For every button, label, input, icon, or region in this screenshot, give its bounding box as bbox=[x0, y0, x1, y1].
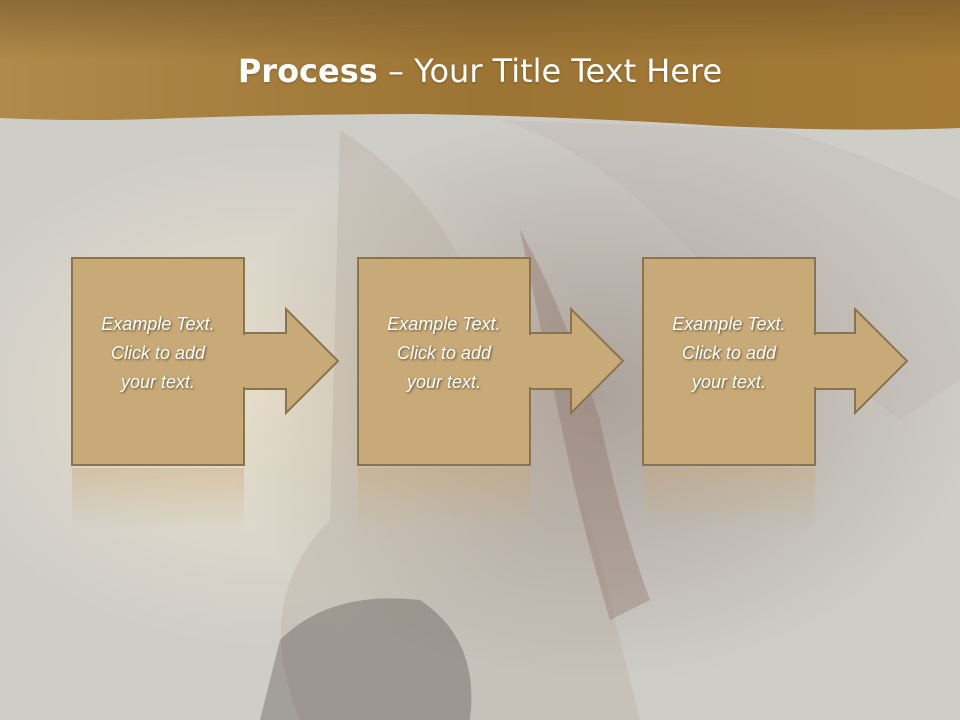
step-3-reflection bbox=[643, 468, 815, 530]
step-1-reflection bbox=[72, 468, 244, 530]
step-3-text[interactable]: Example Text. Click to add your text. bbox=[643, 310, 815, 397]
step-2-arrow-icon bbox=[529, 306, 625, 416]
step-1-line-1: Example Text. bbox=[101, 314, 215, 334]
slide-title[interactable]: Process – Your Title Text Here bbox=[0, 52, 960, 90]
step-2-reflection bbox=[358, 468, 530, 530]
step-2-line-3: your text. bbox=[406, 372, 482, 392]
step-1-text[interactable]: Example Text. Click to add your text. bbox=[72, 310, 244, 397]
step-2-line-2: Click to add bbox=[396, 343, 492, 363]
step-1-box[interactable] bbox=[71, 257, 245, 466]
title-bold: Process bbox=[237, 52, 378, 90]
title-rest: – Your Title Text Here bbox=[377, 52, 723, 90]
step-2-line-1: Example Text. bbox=[387, 314, 501, 334]
step-1-arrow-icon bbox=[243, 306, 340, 416]
step-2-box[interactable] bbox=[357, 257, 531, 466]
step-1-line-2: Click to add bbox=[110, 343, 206, 363]
step-3-arrow-icon bbox=[814, 306, 909, 416]
step-3-line-2: Click to add bbox=[681, 343, 777, 363]
step-2-text[interactable]: Example Text. Click to add your text. bbox=[358, 310, 530, 397]
step-3-line-1: Example Text. bbox=[672, 314, 786, 334]
step-3-line-3: your text. bbox=[691, 372, 767, 392]
step-1-line-3: your text. bbox=[120, 372, 196, 392]
